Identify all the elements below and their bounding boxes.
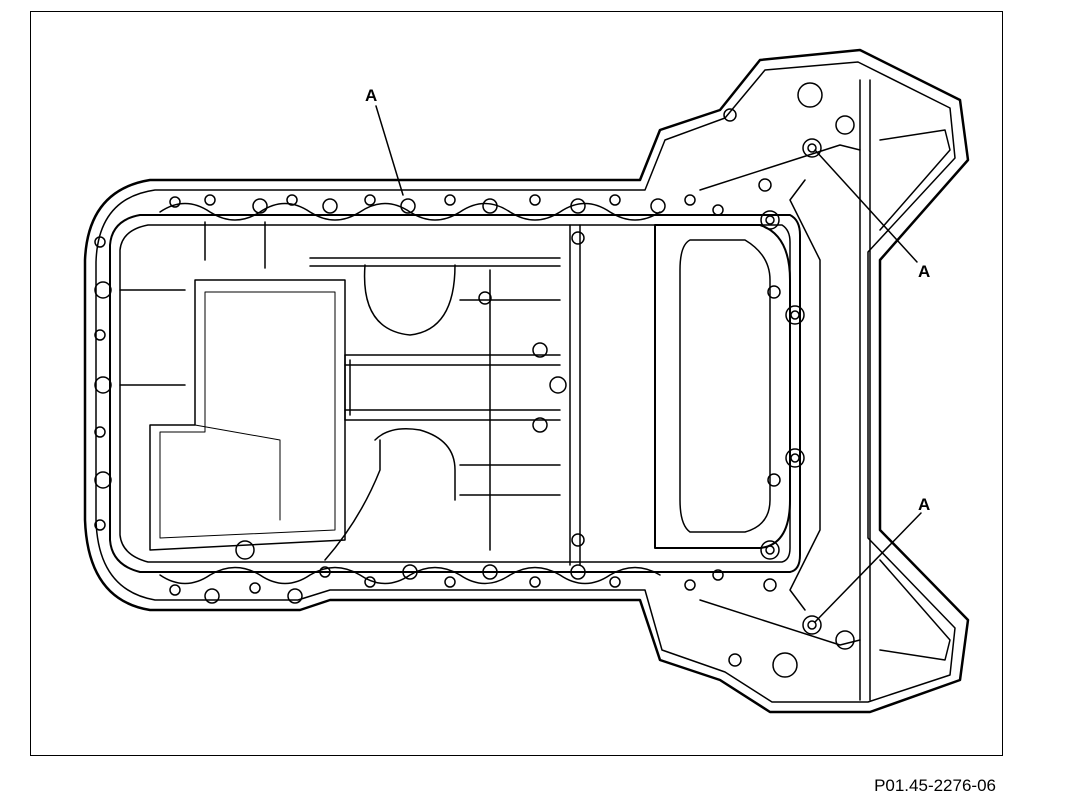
- lower-well: [374, 428, 456, 501]
- bottom-wave-rib: [159, 566, 661, 585]
- leader-top: [375, 105, 404, 196]
- left-basin: [149, 279, 346, 551]
- leader-right-upper: [814, 149, 918, 263]
- callout-label-top: A: [365, 86, 377, 105]
- bolt-holes: [235, 82, 855, 678]
- pan-outer-outline: [83, 48, 970, 714]
- center-ribs: [119, 221, 581, 566]
- left-basin-inner: [159, 291, 336, 539]
- callout-leaders: [375, 105, 922, 623]
- figure-id: P01.45-2276-06: [874, 776, 996, 795]
- pan-outer-outline-inner: [95, 61, 956, 703]
- diagram-frame: [30, 11, 1003, 756]
- lower-diag: [324, 439, 381, 561]
- sump-inner-wall: [109, 214, 801, 573]
- callout-label-right-lower: A: [918, 495, 930, 514]
- upper-well: [363, 264, 456, 336]
- flange-structure: [699, 79, 951, 701]
- leader-right-lower: [814, 512, 922, 623]
- perimeter-bolts: [94, 194, 724, 604]
- left-step: [194, 424, 281, 521]
- right-window-opening: [679, 239, 771, 533]
- sump-inner-wall-2: [119, 224, 791, 563]
- callout-label-right-upper: A: [918, 262, 930, 281]
